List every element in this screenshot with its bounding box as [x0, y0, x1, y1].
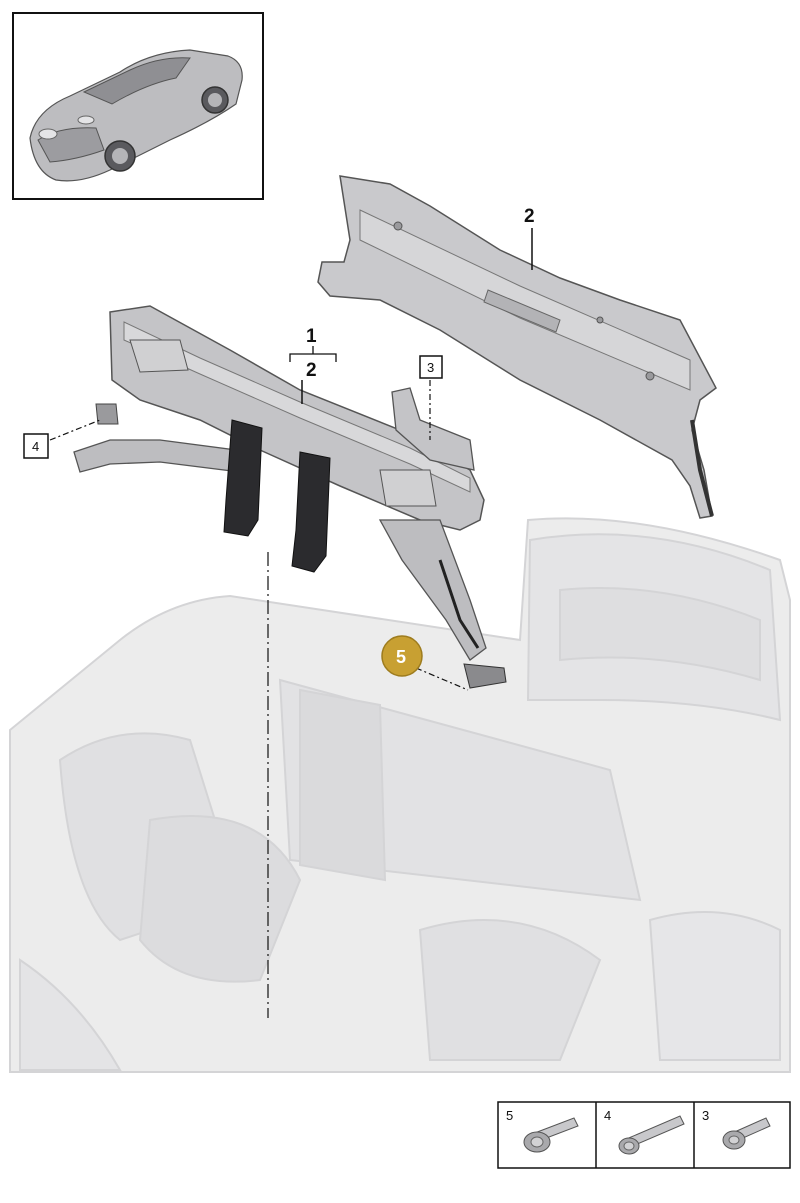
callout-4-label: 4	[32, 439, 39, 454]
legend-label-4: 4	[604, 1108, 611, 1123]
short-bolt-icon	[722, 1117, 771, 1150]
legend-item-4[interactable]: 4	[604, 1108, 685, 1155]
car-thumbnail[interactable]	[12, 12, 264, 200]
callout-5-label: 5	[396, 647, 406, 667]
part-1-frame[interactable]	[73, 305, 507, 689]
long-bolt-icon	[618, 1115, 685, 1155]
fastener-legend: 5 4 3	[497, 1101, 791, 1169]
callout-2-frame[interactable]: 2	[306, 360, 317, 381]
callout-4[interactable]: 4	[23, 433, 49, 459]
legend-label-5: 5	[506, 1108, 513, 1123]
car-thumbnail-icon	[29, 49, 243, 182]
legend-label-3: 3	[702, 1108, 709, 1123]
legend-item-5[interactable]: 5	[506, 1108, 579, 1153]
callout-3[interactable]: 3	[419, 355, 443, 379]
callout-2-panel[interactable]: 2	[524, 206, 535, 227]
callout-1[interactable]: 1	[306, 326, 317, 347]
callout-3-label: 3	[427, 360, 434, 375]
part-2-panel[interactable]	[317, 175, 717, 519]
legend-item-3[interactable]: 3	[702, 1108, 771, 1150]
car-body-ghost	[9, 517, 791, 1073]
flange-bolt-icon	[523, 1117, 579, 1153]
callout-5-highlighted[interactable]: 5	[381, 635, 423, 677]
leader-lines	[49, 228, 533, 1018]
